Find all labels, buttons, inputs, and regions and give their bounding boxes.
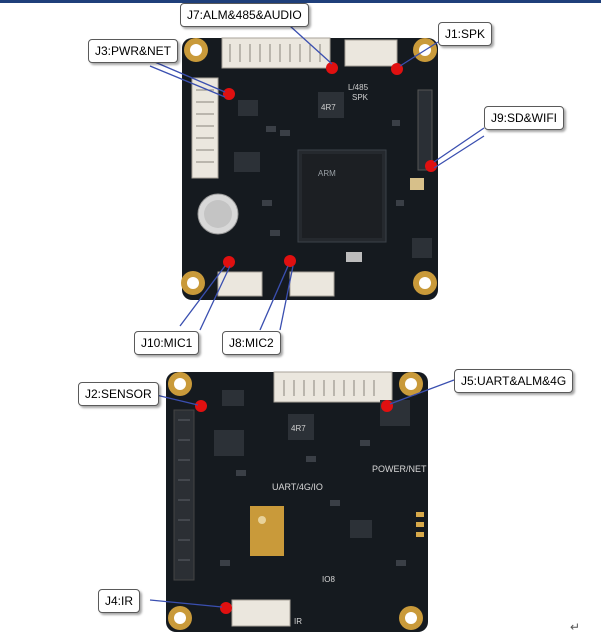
top-board: ARM 4R7 L/485 SPK	[181, 37, 438, 300]
top-spk-label: SPK	[352, 93, 369, 102]
callout-j9: J9:SD&WIFI	[484, 106, 565, 130]
callout-j1: J1:SPK	[438, 22, 493, 46]
bottom-ir-label: IR	[294, 617, 302, 626]
callout-j10: J10:MIC1	[134, 331, 200, 355]
bottom-power-net-label: POWER/NET	[372, 464, 427, 474]
return-mark: ↵	[570, 620, 581, 634]
callout-j7: J7:ALM&485&AUDIO	[180, 3, 309, 27]
callout-leaders	[149, 25, 485, 608]
callout-j5: J5:UART&ALM&4G	[454, 369, 574, 393]
bottom-red-markers	[195, 400, 393, 614]
callout-j4: J4:IR	[98, 589, 141, 613]
callout-j3: J3:PWR&NET	[88, 39, 179, 63]
top-border	[0, 0, 601, 3]
bottom-io8-label: IO8	[322, 575, 335, 584]
bottom-uart-label: UART/4G/IO	[272, 482, 323, 492]
top-485-label: L/485	[348, 83, 369, 92]
top-4r7-label: 4R7	[321, 103, 336, 112]
bottom-board: 4R7 POWER/NET UART/4G/IO IO8 IR	[166, 371, 428, 632]
callout-j2: J2:SENSOR	[78, 382, 159, 406]
bottom-4r7-label: 4R7	[291, 424, 306, 433]
bottom-mount-holes	[168, 372, 423, 630]
callout-j8: J8:MIC2	[222, 331, 281, 355]
top-red-markers	[223, 62, 437, 268]
top-chip-mark: ARM	[318, 169, 336, 178]
